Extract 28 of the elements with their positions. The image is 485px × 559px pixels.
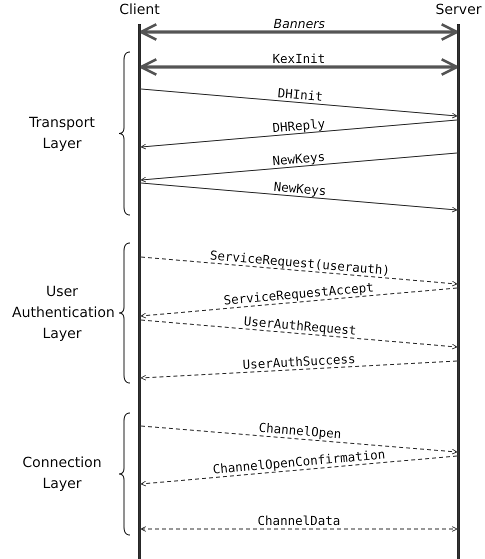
participant-name: Client (119, 2, 160, 18)
message-label: ChannelData (258, 513, 340, 528)
message-label: UserAuthRequest (242, 312, 356, 338)
message-arrow (140, 256, 458, 286)
participant-name: Server (436, 2, 482, 18)
message-arrow (140, 526, 458, 532)
message-arrow (140, 152, 458, 182)
message-label: DHReply (271, 115, 326, 135)
message-label: Banners (274, 16, 325, 31)
message-arrow (140, 426, 458, 454)
message-label: DHInit (276, 84, 323, 104)
message-label: KexInit (272, 51, 326, 66)
message-label: UserAuthSuccess (242, 350, 356, 372)
message-arrow (140, 456, 458, 486)
message-arrow (140, 58, 458, 76)
message-arrow (140, 360, 458, 381)
message-label: ChannelOpen (258, 420, 342, 442)
message-arrow (140, 288, 458, 318)
message-arrow (140, 88, 458, 118)
message-arrow (140, 22, 458, 42)
layer-label: Transport Layer (28, 114, 96, 154)
message-label: NewKeys (272, 178, 326, 198)
layer-label: Connection Layer (21, 454, 103, 494)
message-arrow (140, 182, 458, 212)
message-arrow (140, 120, 458, 150)
message-arrow (140, 320, 458, 350)
layer-label: User Authentication Layer (12, 282, 112, 344)
message-label: NewKeys (271, 148, 326, 168)
